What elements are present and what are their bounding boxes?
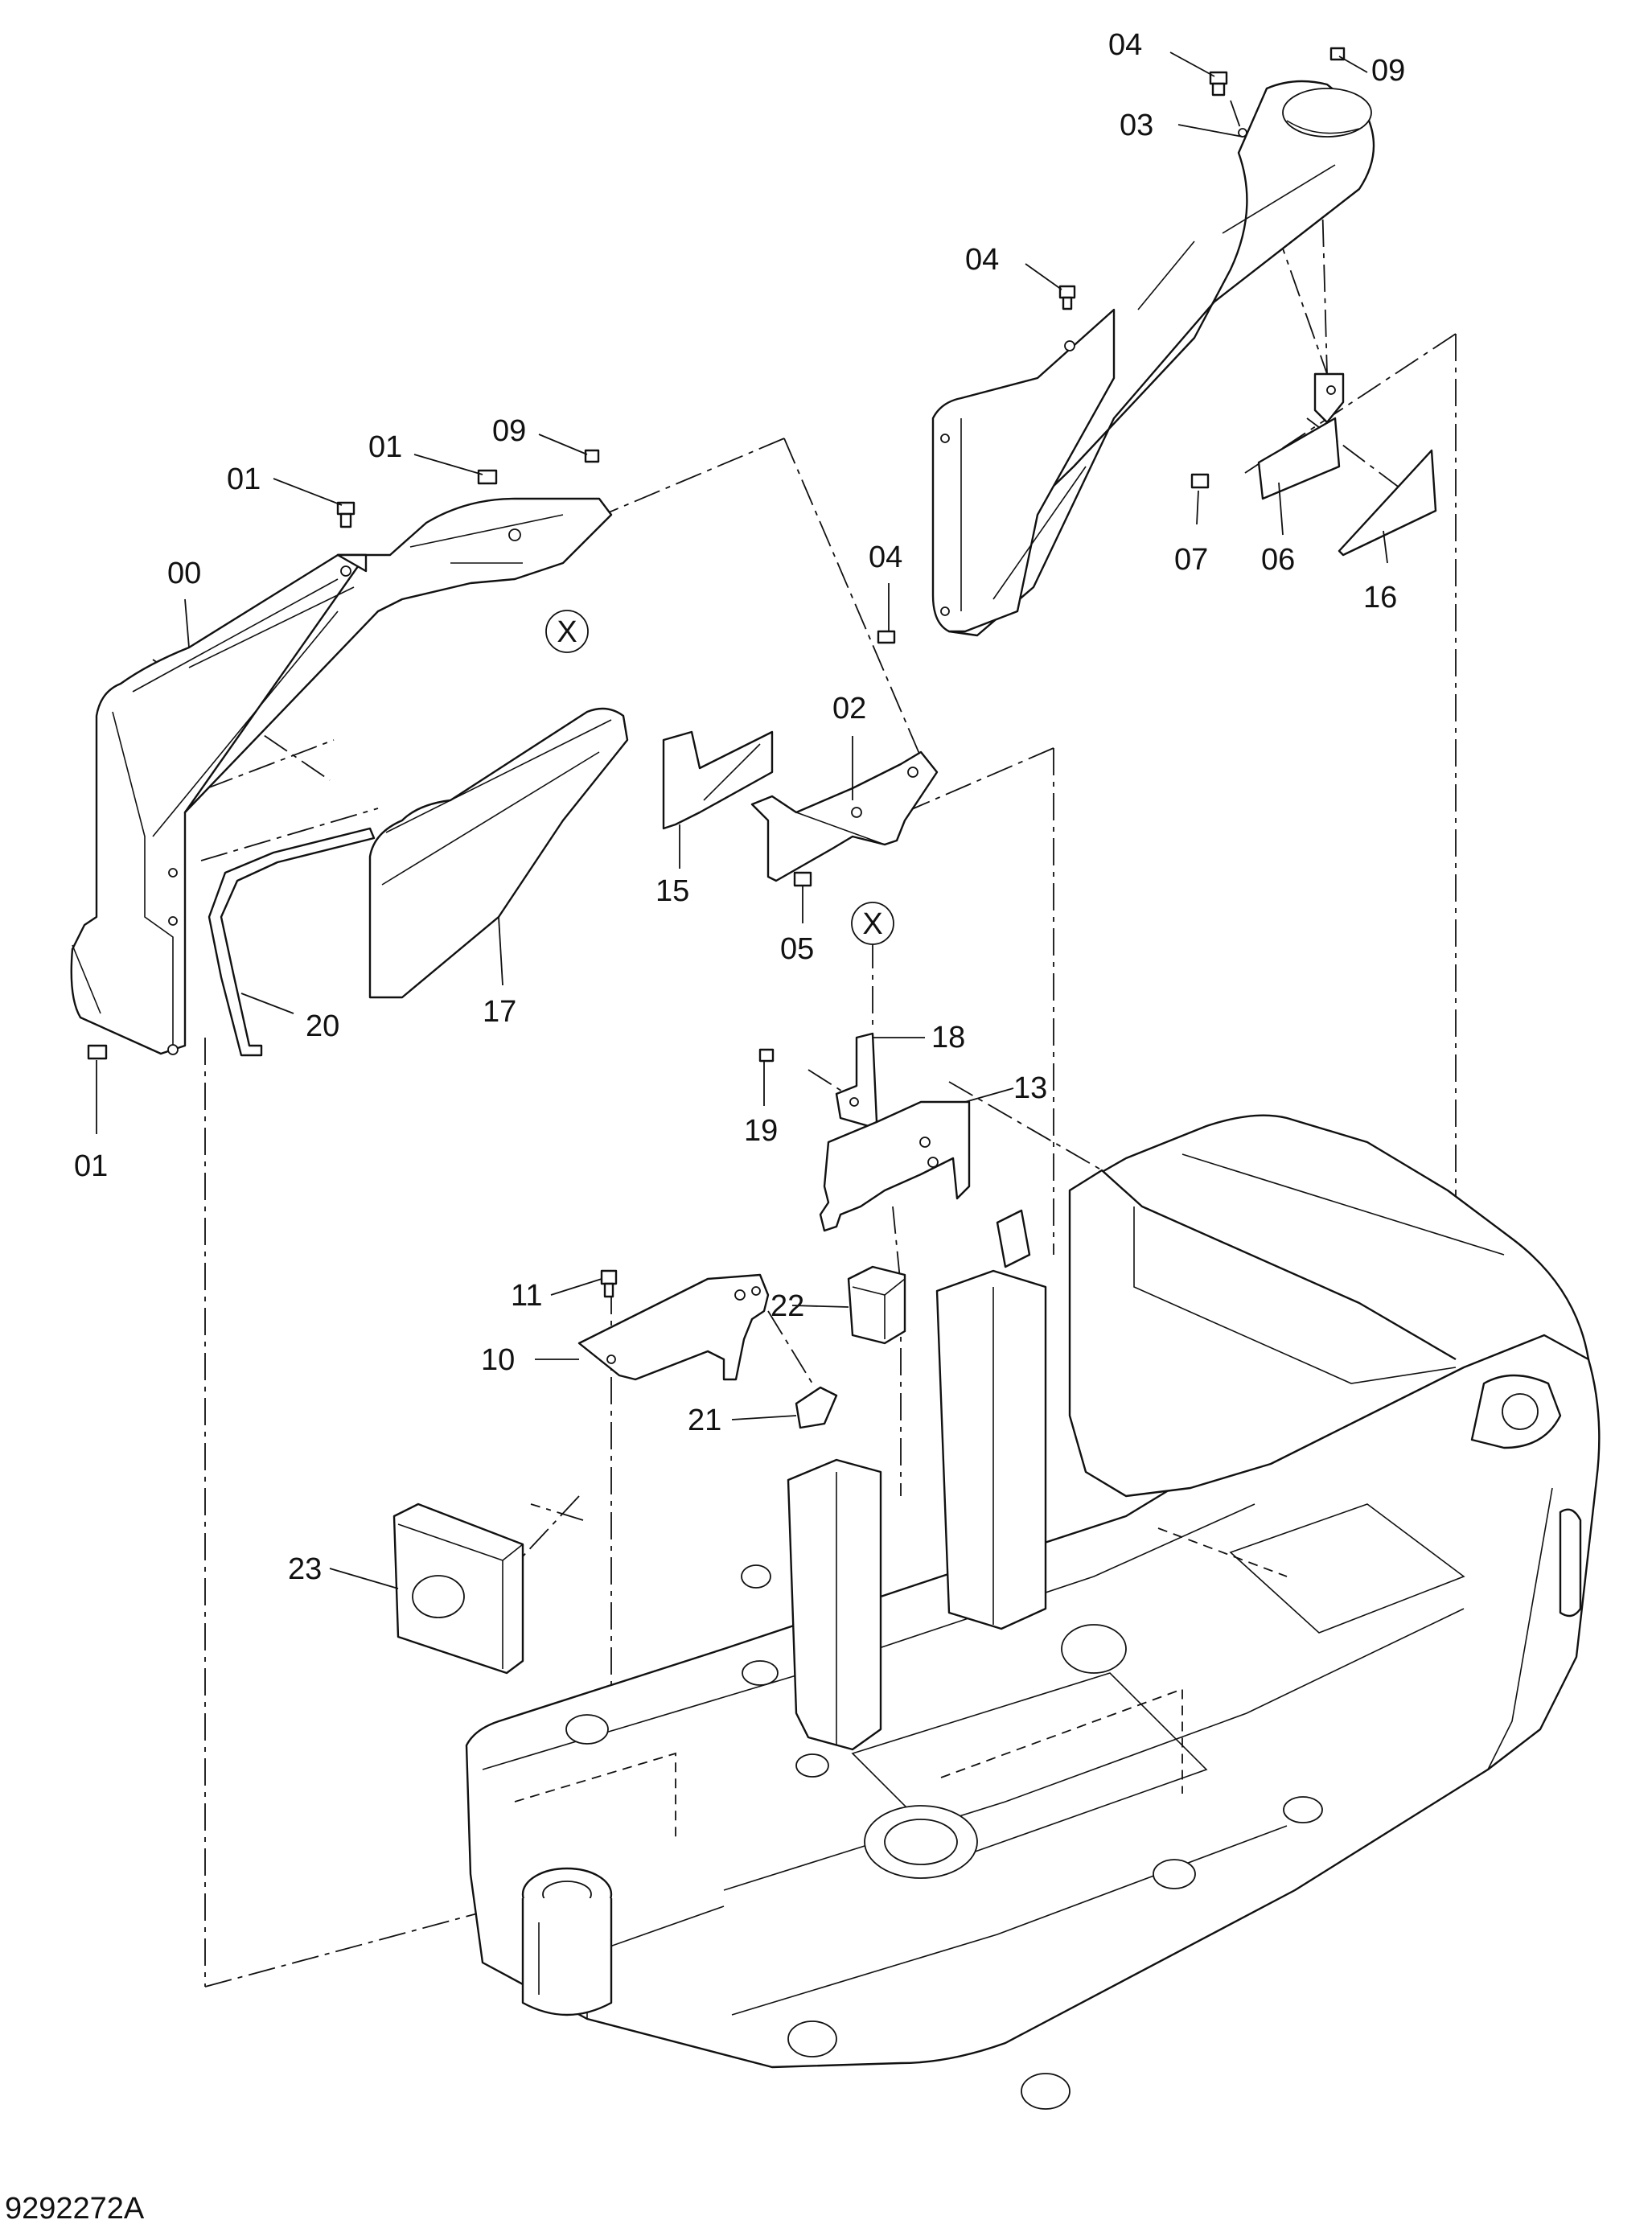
block-22	[847, 1265, 906, 1345]
callout-21: 20	[306, 1009, 339, 1043]
rod-21	[208, 827, 376, 1057]
callout-13: 13	[1013, 1071, 1047, 1105]
callout-10: 10	[481, 1343, 515, 1377]
callout-19: 19	[744, 1114, 778, 1148]
callout-16: 16	[1363, 581, 1397, 615]
callout-07: 07	[1174, 543, 1208, 577]
side-cover-00	[70, 497, 613, 1055]
callout-03: 05	[780, 932, 814, 966]
detail-marker-x-1: X	[545, 610, 589, 653]
bracket-02	[750, 750, 939, 882]
bolt-01-b	[477, 469, 498, 485]
frame-rear-hood	[1068, 1114, 1590, 1618]
leader-lines	[96, 51, 1388, 1589]
svg-text:X: X	[557, 615, 577, 649]
callout-01-c: 01	[74, 1149, 108, 1183]
bracket-18	[835, 1032, 878, 1128]
callout-22: 22	[771, 1289, 804, 1323]
callout-01-a: 01	[227, 462, 261, 496]
callout-labels: 04 09 03 04 04 07 06 16 01 01 09 00 01 2…	[74, 28, 1405, 1586]
bolt-11	[600, 1269, 618, 1298]
detail-marker-x-2: X	[851, 902, 894, 945]
callout-18: 18	[931, 1021, 965, 1054]
bolt-05-mid	[1058, 285, 1076, 310]
wedge-16	[1338, 449, 1437, 557]
plate-06	[1257, 372, 1345, 500]
callout-00: 00	[167, 557, 201, 590]
callout-15: 15	[655, 874, 689, 908]
callout-04: 03	[1120, 109, 1153, 142]
callout-23: 23	[288, 1552, 322, 1586]
bolt-01-a	[336, 501, 355, 528]
bolt-03	[793, 871, 812, 887]
callout-09-a: 09	[1371, 54, 1405, 88]
frame-details	[514, 1527, 1323, 2110]
bracket-13	[819, 1100, 971, 1232]
clip-20	[795, 1386, 838, 1429]
frame-swing-bracket	[521, 1867, 613, 2016]
bolt-09-left	[584, 449, 600, 463]
bracket-10	[577, 1273, 770, 1381]
callout-20: 21	[688, 1404, 721, 1437]
bolt-05-low	[877, 630, 896, 644]
bolt-05-top	[1209, 71, 1228, 97]
callout-09-b: 09	[492, 414, 526, 448]
duct-cover-04	[931, 80, 1375, 637]
bolt-01-low	[87, 1044, 108, 1060]
block-23	[392, 1502, 524, 1675]
frame-pillar	[787, 1209, 1047, 1751]
panel-17	[368, 707, 629, 999]
callout-11: 11	[511, 1279, 542, 1313]
bolts	[87, 47, 1346, 1298]
callout-17: 17	[483, 995, 516, 1029]
callout-05-a: 04	[1108, 28, 1142, 62]
callout-05-c: 04	[869, 541, 902, 574]
svg-text:X: X	[862, 907, 882, 941]
drawing-number: 9292272A	[5, 2192, 145, 2226]
bolt-19	[758, 1048, 775, 1063]
callout-06: 06	[1261, 543, 1295, 577]
callout-02: 02	[832, 692, 866, 726]
callout-05-b: 04	[965, 243, 999, 277]
plate-15	[662, 730, 774, 830]
callout-01-b: 01	[368, 430, 402, 464]
bolt-07	[1190, 473, 1210, 489]
